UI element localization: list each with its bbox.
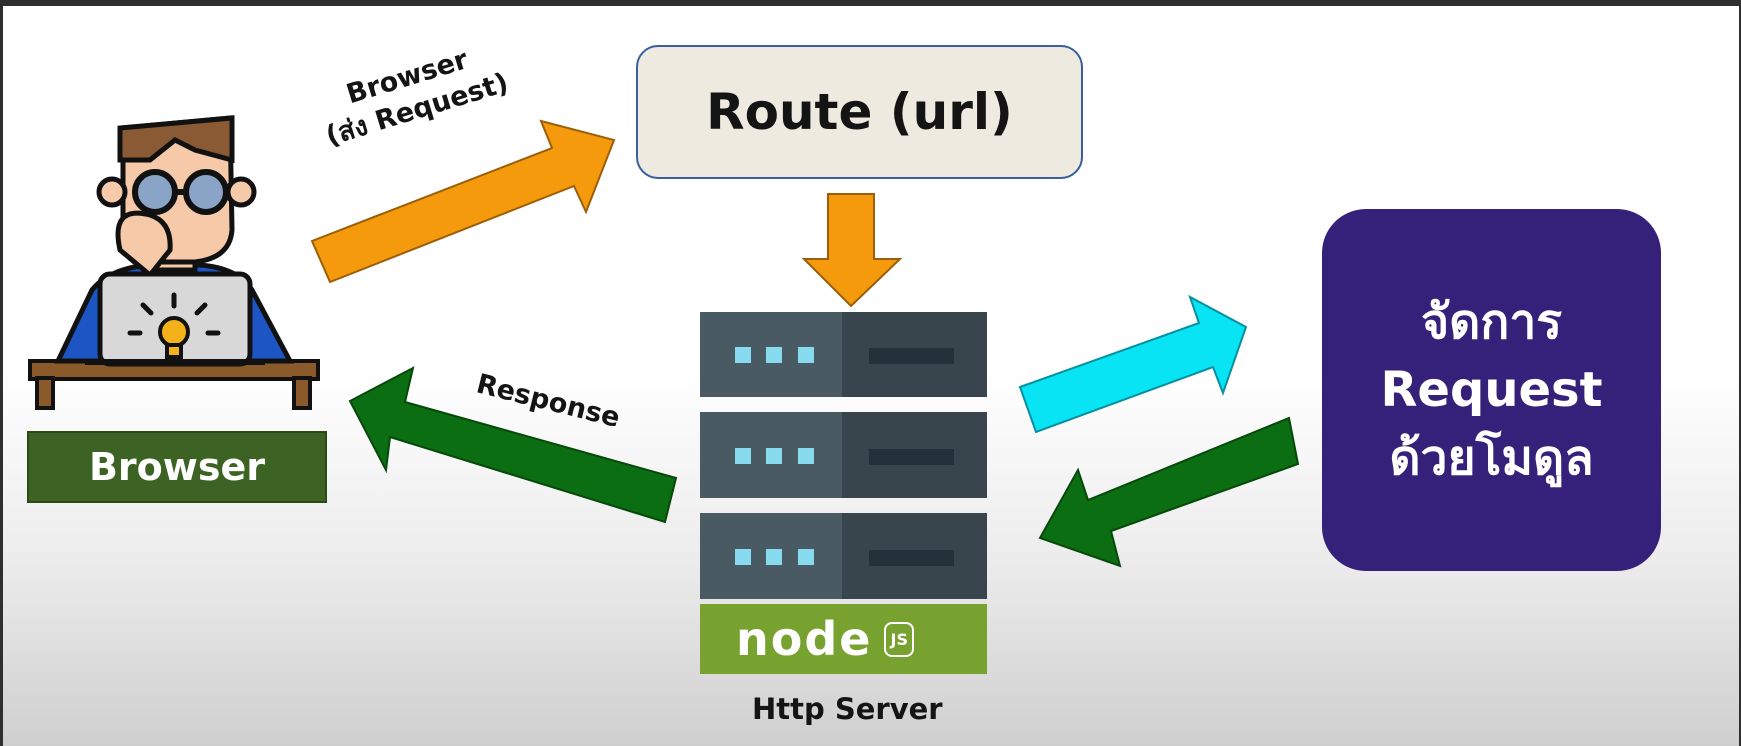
request-arrow <box>310 119 616 284</box>
module-response-arrow <box>1038 416 1300 568</box>
route-label: Route (url) <box>706 83 1013 141</box>
node-logo-text: node <box>736 612 873 666</box>
browser-box: Browser <box>27 431 327 503</box>
browser-label: Browser <box>88 445 266 489</box>
response-arrow <box>348 366 678 524</box>
module-request-arrow <box>1018 294 1248 434</box>
module-line-1: จัดการ <box>1420 294 1563 350</box>
server-label: Http Server <box>752 692 943 726</box>
module-line-3: ด้วยโมดูล <box>1389 430 1594 486</box>
module-line-2: Request <box>1380 362 1603 418</box>
route-box: Route (url) <box>636 45 1083 179</box>
route-to-server-arrow <box>801 193 903 308</box>
node-logo-bar <box>700 604 987 674</box>
right-frame-edge <box>1739 0 1741 746</box>
node-logo-badge: JS <box>884 621 914 657</box>
left-frame-edge <box>0 0 3 746</box>
top-frame-edge <box>0 0 1741 6</box>
module-box: จัดการ Request ด้วยโมดูล <box>1322 209 1661 571</box>
